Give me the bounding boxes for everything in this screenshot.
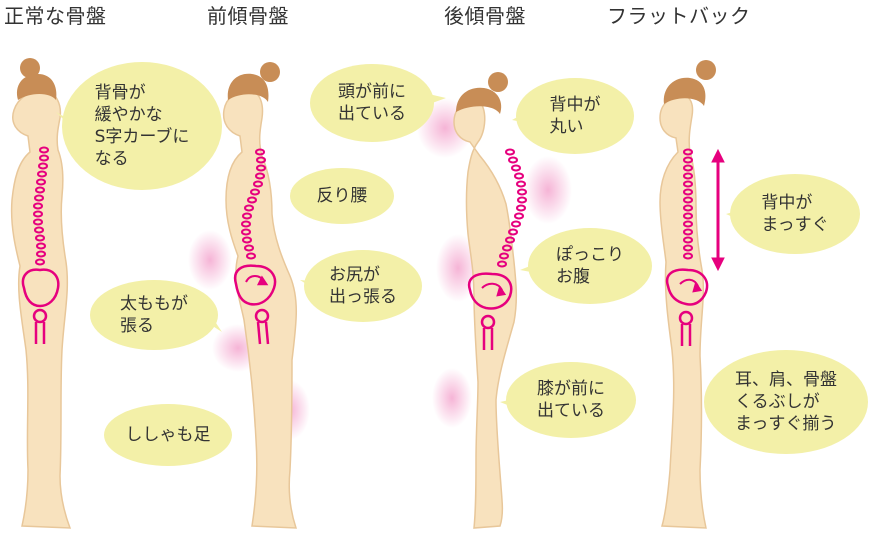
note-normal-calf: ししゃも足 xyxy=(104,404,232,466)
figure-flatback xyxy=(659,60,725,529)
note-normal-thigh: 太ももが 張る xyxy=(90,280,218,350)
note-posterior-back: 背中が 丸い xyxy=(516,78,634,154)
pelvis-icon xyxy=(467,272,513,350)
pelvis-icon xyxy=(21,268,60,344)
note-anterior-hip: お尻が 出っ張る xyxy=(304,250,422,322)
double-arrow-icon xyxy=(711,148,725,272)
figure-anterior xyxy=(222,62,298,529)
note-posterior-knee: 膝が前に 出ている xyxy=(506,362,636,438)
spine-icon xyxy=(683,148,693,260)
title-anterior-tilt: 前傾骨盤 xyxy=(207,4,289,28)
note-anterior-waist: 反り腰 xyxy=(290,168,394,224)
title-normal-pelvis: 正常な骨盤 xyxy=(4,4,107,28)
spine-icon xyxy=(33,146,49,266)
note-normal-spine: 背骨が 緩やかな S字カーブに なる xyxy=(62,62,222,190)
note-posterior-head: 頭が前に 出ている xyxy=(310,64,434,142)
note-flat-back: 背中が まっすぐ xyxy=(730,174,860,254)
spine-icon xyxy=(241,148,266,260)
note-flat-alignment: 耳、肩、骨盤 くるぶしが まっすぐ揃う xyxy=(704,350,868,454)
rotation-arrow-icon xyxy=(496,285,507,297)
note-posterior-belly: ぽっこり お腹 xyxy=(528,228,652,304)
title-flat-back: フラットバック xyxy=(607,4,751,28)
title-posterior-tilt: 後傾骨盤 xyxy=(444,4,526,28)
rotation-arrow-icon xyxy=(692,281,703,293)
pelvis-icon xyxy=(233,264,277,345)
spine-icon xyxy=(497,148,527,268)
figure-normal xyxy=(10,58,72,529)
figure-posterior xyxy=(453,72,527,529)
rotation-arrow-icon xyxy=(256,275,269,286)
pelvis-icon xyxy=(665,268,709,346)
